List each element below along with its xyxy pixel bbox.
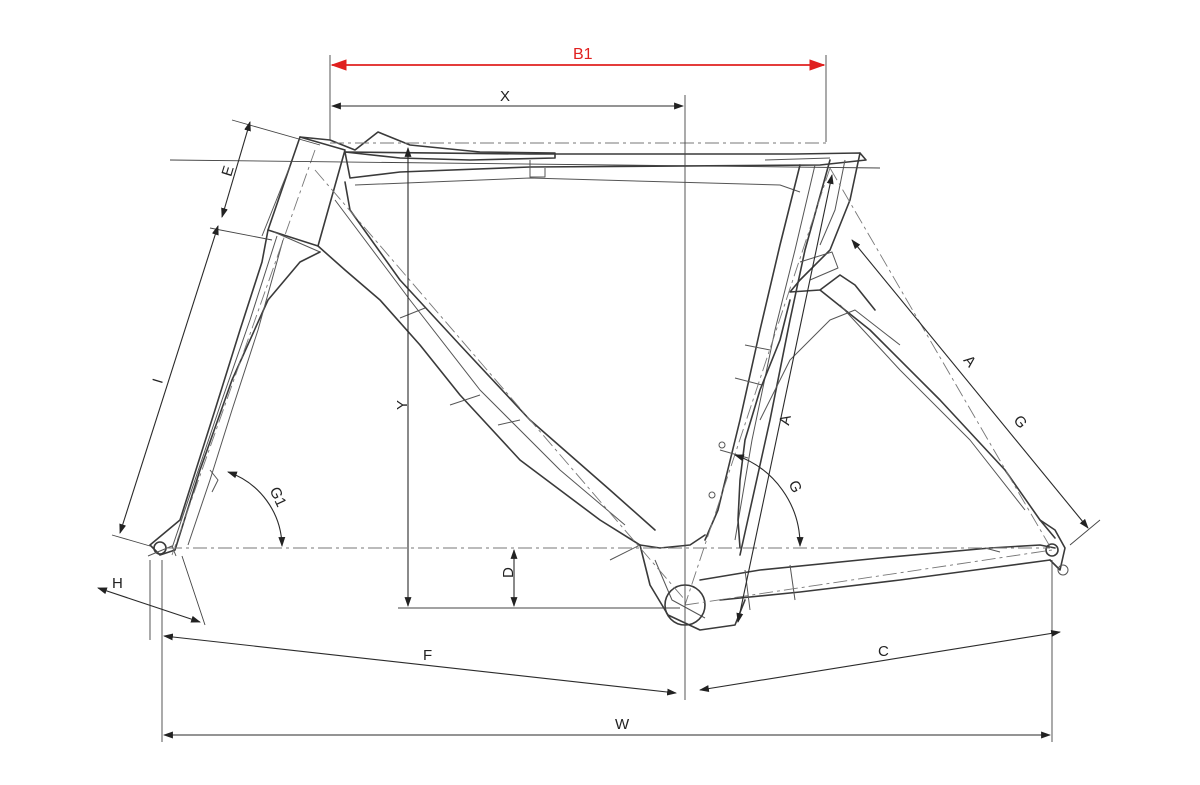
dimension-i-label: I (149, 377, 166, 386)
dimension-e-label: E (219, 164, 238, 179)
dimension-g-stay-label: G (1010, 412, 1031, 432)
dimension-h-label: H (112, 575, 123, 592)
extension-lines (111, 55, 1101, 742)
dimension-g1-label: G1 (266, 484, 290, 509)
dimension-a-seat-line (736, 174, 834, 623)
dimension-g-seat-arc (734, 454, 804, 547)
frame-outline (147, 131, 1069, 631)
dimension-c-line (699, 629, 1061, 693)
front-dropout (153, 541, 167, 555)
dimensions: B1 X Y D E I H G1 A G A G F (97, 46, 1089, 739)
fork (149, 229, 321, 556)
dimension-x-label: X (500, 88, 510, 105)
dimension-w-label: W (615, 716, 630, 733)
dimension-b1-label: B1 (573, 46, 593, 63)
dimension-d-label: D (500, 567, 517, 578)
dimension-f-label: F (423, 647, 432, 664)
down-tube (317, 245, 706, 549)
dimension-c-label: C (878, 643, 889, 660)
dimension-a-seat-label: A (776, 413, 795, 426)
top-tube (344, 151, 867, 179)
centerlines (168, 142, 1053, 606)
dimension-a-stay-line (851, 239, 1089, 529)
dimension-g-seat-label: G (785, 478, 805, 496)
dimension-f-line (163, 633, 677, 696)
dimension-a-stay-label: A (960, 352, 980, 370)
dimension-h-line (97, 587, 201, 623)
stem (299, 131, 556, 161)
dimension-e-line (221, 121, 251, 218)
dimension-i-line (119, 225, 219, 534)
rear-dropout (1045, 543, 1059, 557)
dimension-y-label: Y (394, 400, 411, 410)
dimension-g1-arc (227, 471, 286, 547)
